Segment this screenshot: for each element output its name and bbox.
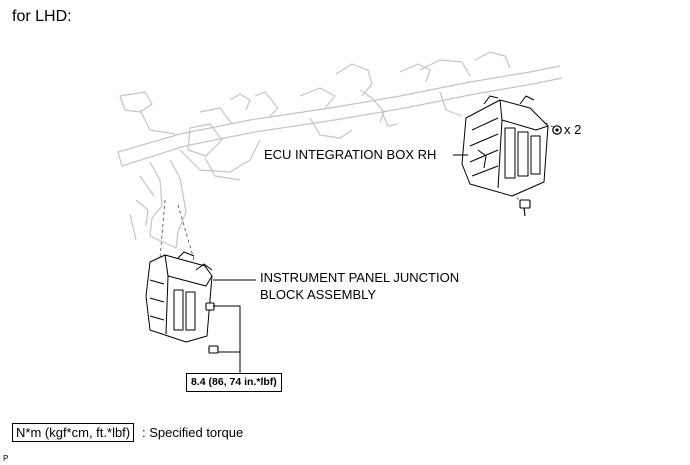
nut-quantity-label: x 2 [564, 122, 582, 137]
ecu-bolt [519, 199, 531, 217]
ecu-box-label: ECU INTEGRATION BOX RH [264, 147, 437, 162]
junction-block-label: INSTRUMENT PANEL JUNCTION BLOCK ASSEMBLY [260, 269, 459, 303]
ecu-integration-box [461, 95, 549, 197]
junction-bolts [205, 302, 219, 354]
junction-block-label-line2: BLOCK ASSEMBLY [260, 287, 377, 302]
junction-block-label-line1: INSTRUMENT PANEL JUNCTION [260, 270, 460, 285]
legend-description: : Specified torque [142, 425, 244, 440]
instrument-panel-reinforcement [117, 51, 563, 249]
page-title: for LHD: [12, 8, 72, 25]
leader-lines [213, 154, 468, 374]
legend-unit-box: N*m (kgf*cm, ft.*lbf) [12, 423, 135, 442]
figure-code: P [3, 454, 9, 463]
junction-block-assembly [145, 251, 213, 343]
nut [552, 125, 562, 135]
torque-spec-box: 8.4 (86, 74 in.*lbf) [186, 373, 282, 392]
